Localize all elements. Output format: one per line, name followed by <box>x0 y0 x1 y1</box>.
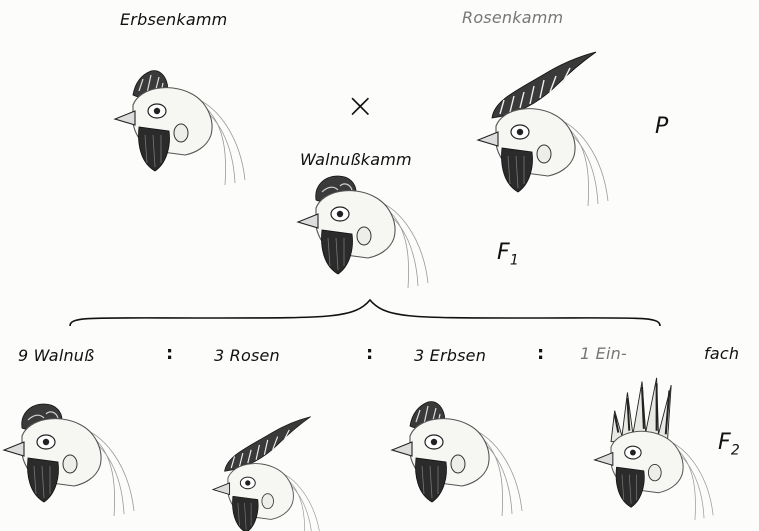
ratio-separator-2: : <box>366 343 373 364</box>
f2-label-main: F <box>718 430 731 455</box>
single-comb-rooster-f2 <box>588 376 738 531</box>
f2-walnut-label: 9 Walnuß <box>18 346 94 365</box>
ratio-separator-1: : <box>166 343 173 364</box>
f2-pea-label: 3 Erbsen <box>414 346 486 365</box>
walnut-comb-rooster-f2 <box>4 400 154 531</box>
f2-single-label-part2: fach <box>704 344 739 363</box>
f2-single-label-part1: 1 Ein- <box>580 344 627 363</box>
f2-generation-label: F2 <box>718 430 740 458</box>
f2-label-sub: 2 <box>731 442 740 458</box>
rose-comb-rooster-f2 <box>198 415 373 531</box>
ratio-separator-3: : <box>537 343 544 364</box>
f2-rose-label: 3 Rosen <box>214 346 280 365</box>
pea-comb-rooster-f2 <box>392 400 542 531</box>
